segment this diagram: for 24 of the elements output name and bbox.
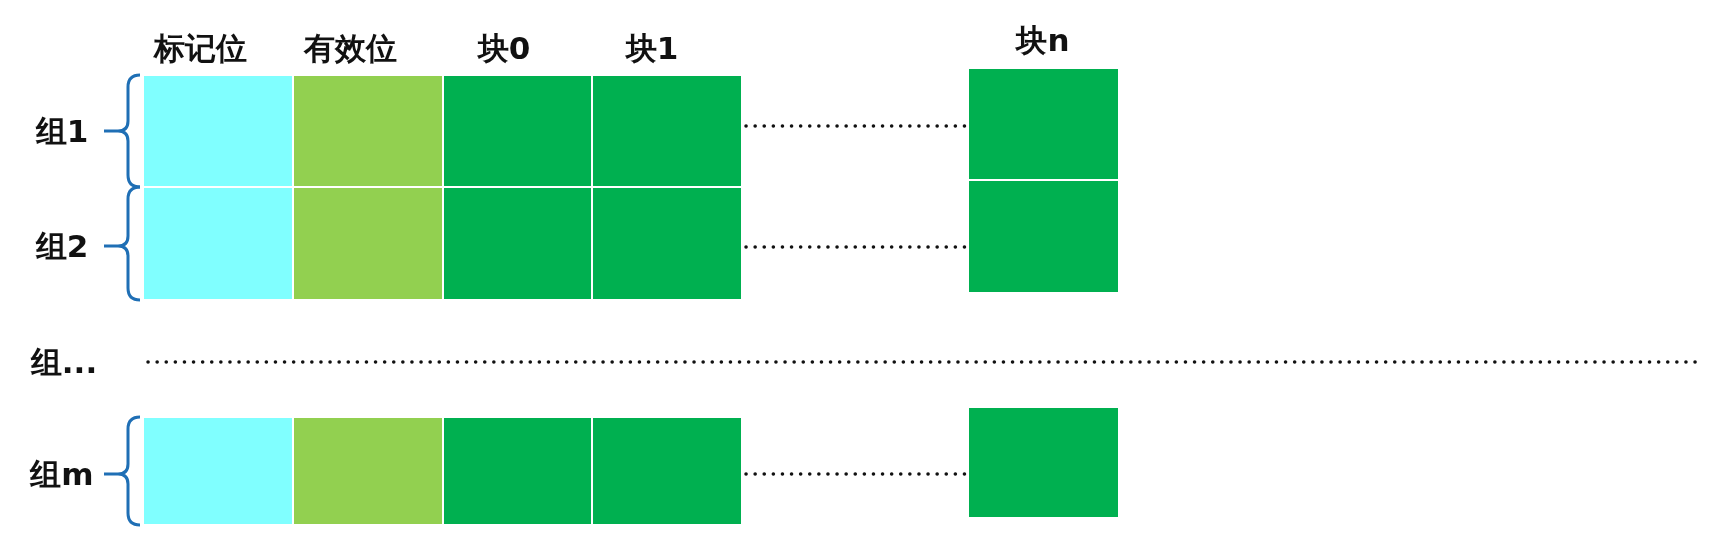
- data-block: [443, 417, 592, 525]
- data-block: [592, 417, 742, 525]
- data-block: [443, 187, 592, 300]
- data-block: [968, 180, 1119, 293]
- tag-field: [143, 187, 293, 300]
- valid-bit-field: [293, 187, 443, 300]
- field-label: 组1: [35, 115, 89, 147]
- valid-bit-field: [293, 75, 443, 187]
- tag-field: [143, 417, 293, 525]
- field-label: 有效位: [303, 32, 397, 64]
- field-label: 块1: [625, 32, 679, 64]
- data-block: [443, 75, 592, 187]
- tag-field: [143, 75, 293, 187]
- field-label: 组2: [35, 230, 89, 262]
- field-label: 块n: [1016, 24, 1070, 56]
- field-label: 组...: [30, 346, 98, 378]
- data-block: [592, 187, 742, 300]
- field-label: 标记位: [153, 32, 247, 64]
- valid-bit-field: [293, 417, 443, 525]
- data-block: [968, 68, 1119, 180]
- data-block: [968, 407, 1119, 518]
- data-block: [592, 75, 742, 187]
- field-label: 块0: [477, 32, 531, 64]
- field-label: 组m: [30, 458, 94, 490]
